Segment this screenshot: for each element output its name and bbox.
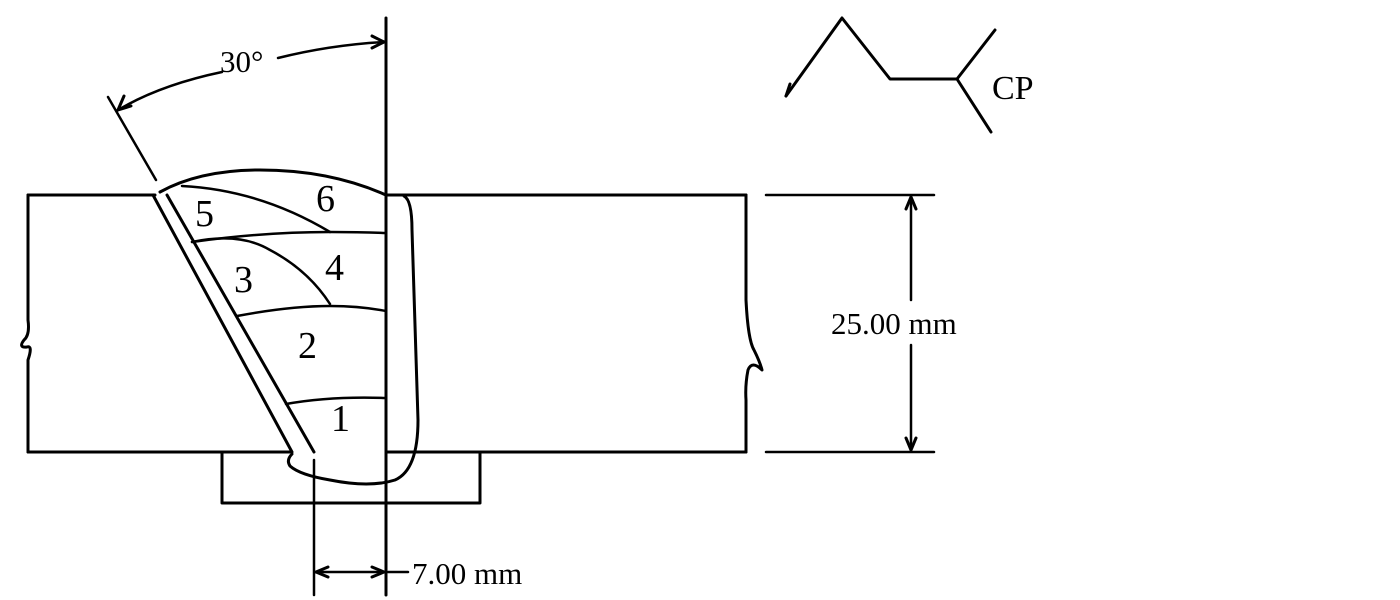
weld-symbol-label: CP xyxy=(992,70,1034,107)
pass-label-6: 6 xyxy=(316,178,335,220)
root-gap-label: 7.00 mm xyxy=(412,556,523,591)
angle-dimension xyxy=(106,34,386,182)
pass-label-5: 5 xyxy=(195,193,214,235)
weld-symbol xyxy=(784,16,997,134)
right-fusion-boundary xyxy=(286,194,420,486)
pass-label-2: 2 xyxy=(298,325,317,367)
weld-cap-profile xyxy=(158,168,388,197)
bevel-face xyxy=(151,193,316,454)
angle-label: 30° xyxy=(220,44,264,79)
pass-label-1: 1 xyxy=(331,398,350,440)
pass-label-3: 3 xyxy=(234,259,253,301)
thickness-label: 25.00 mm xyxy=(831,306,957,341)
pass-boundaries xyxy=(180,184,388,406)
thickness-dimension xyxy=(764,193,936,454)
pass-label-4: 4 xyxy=(325,247,344,289)
left-plate xyxy=(20,193,292,454)
root-gap-dimension xyxy=(312,458,410,597)
right-plate xyxy=(384,193,764,454)
backing-bar xyxy=(220,450,482,505)
